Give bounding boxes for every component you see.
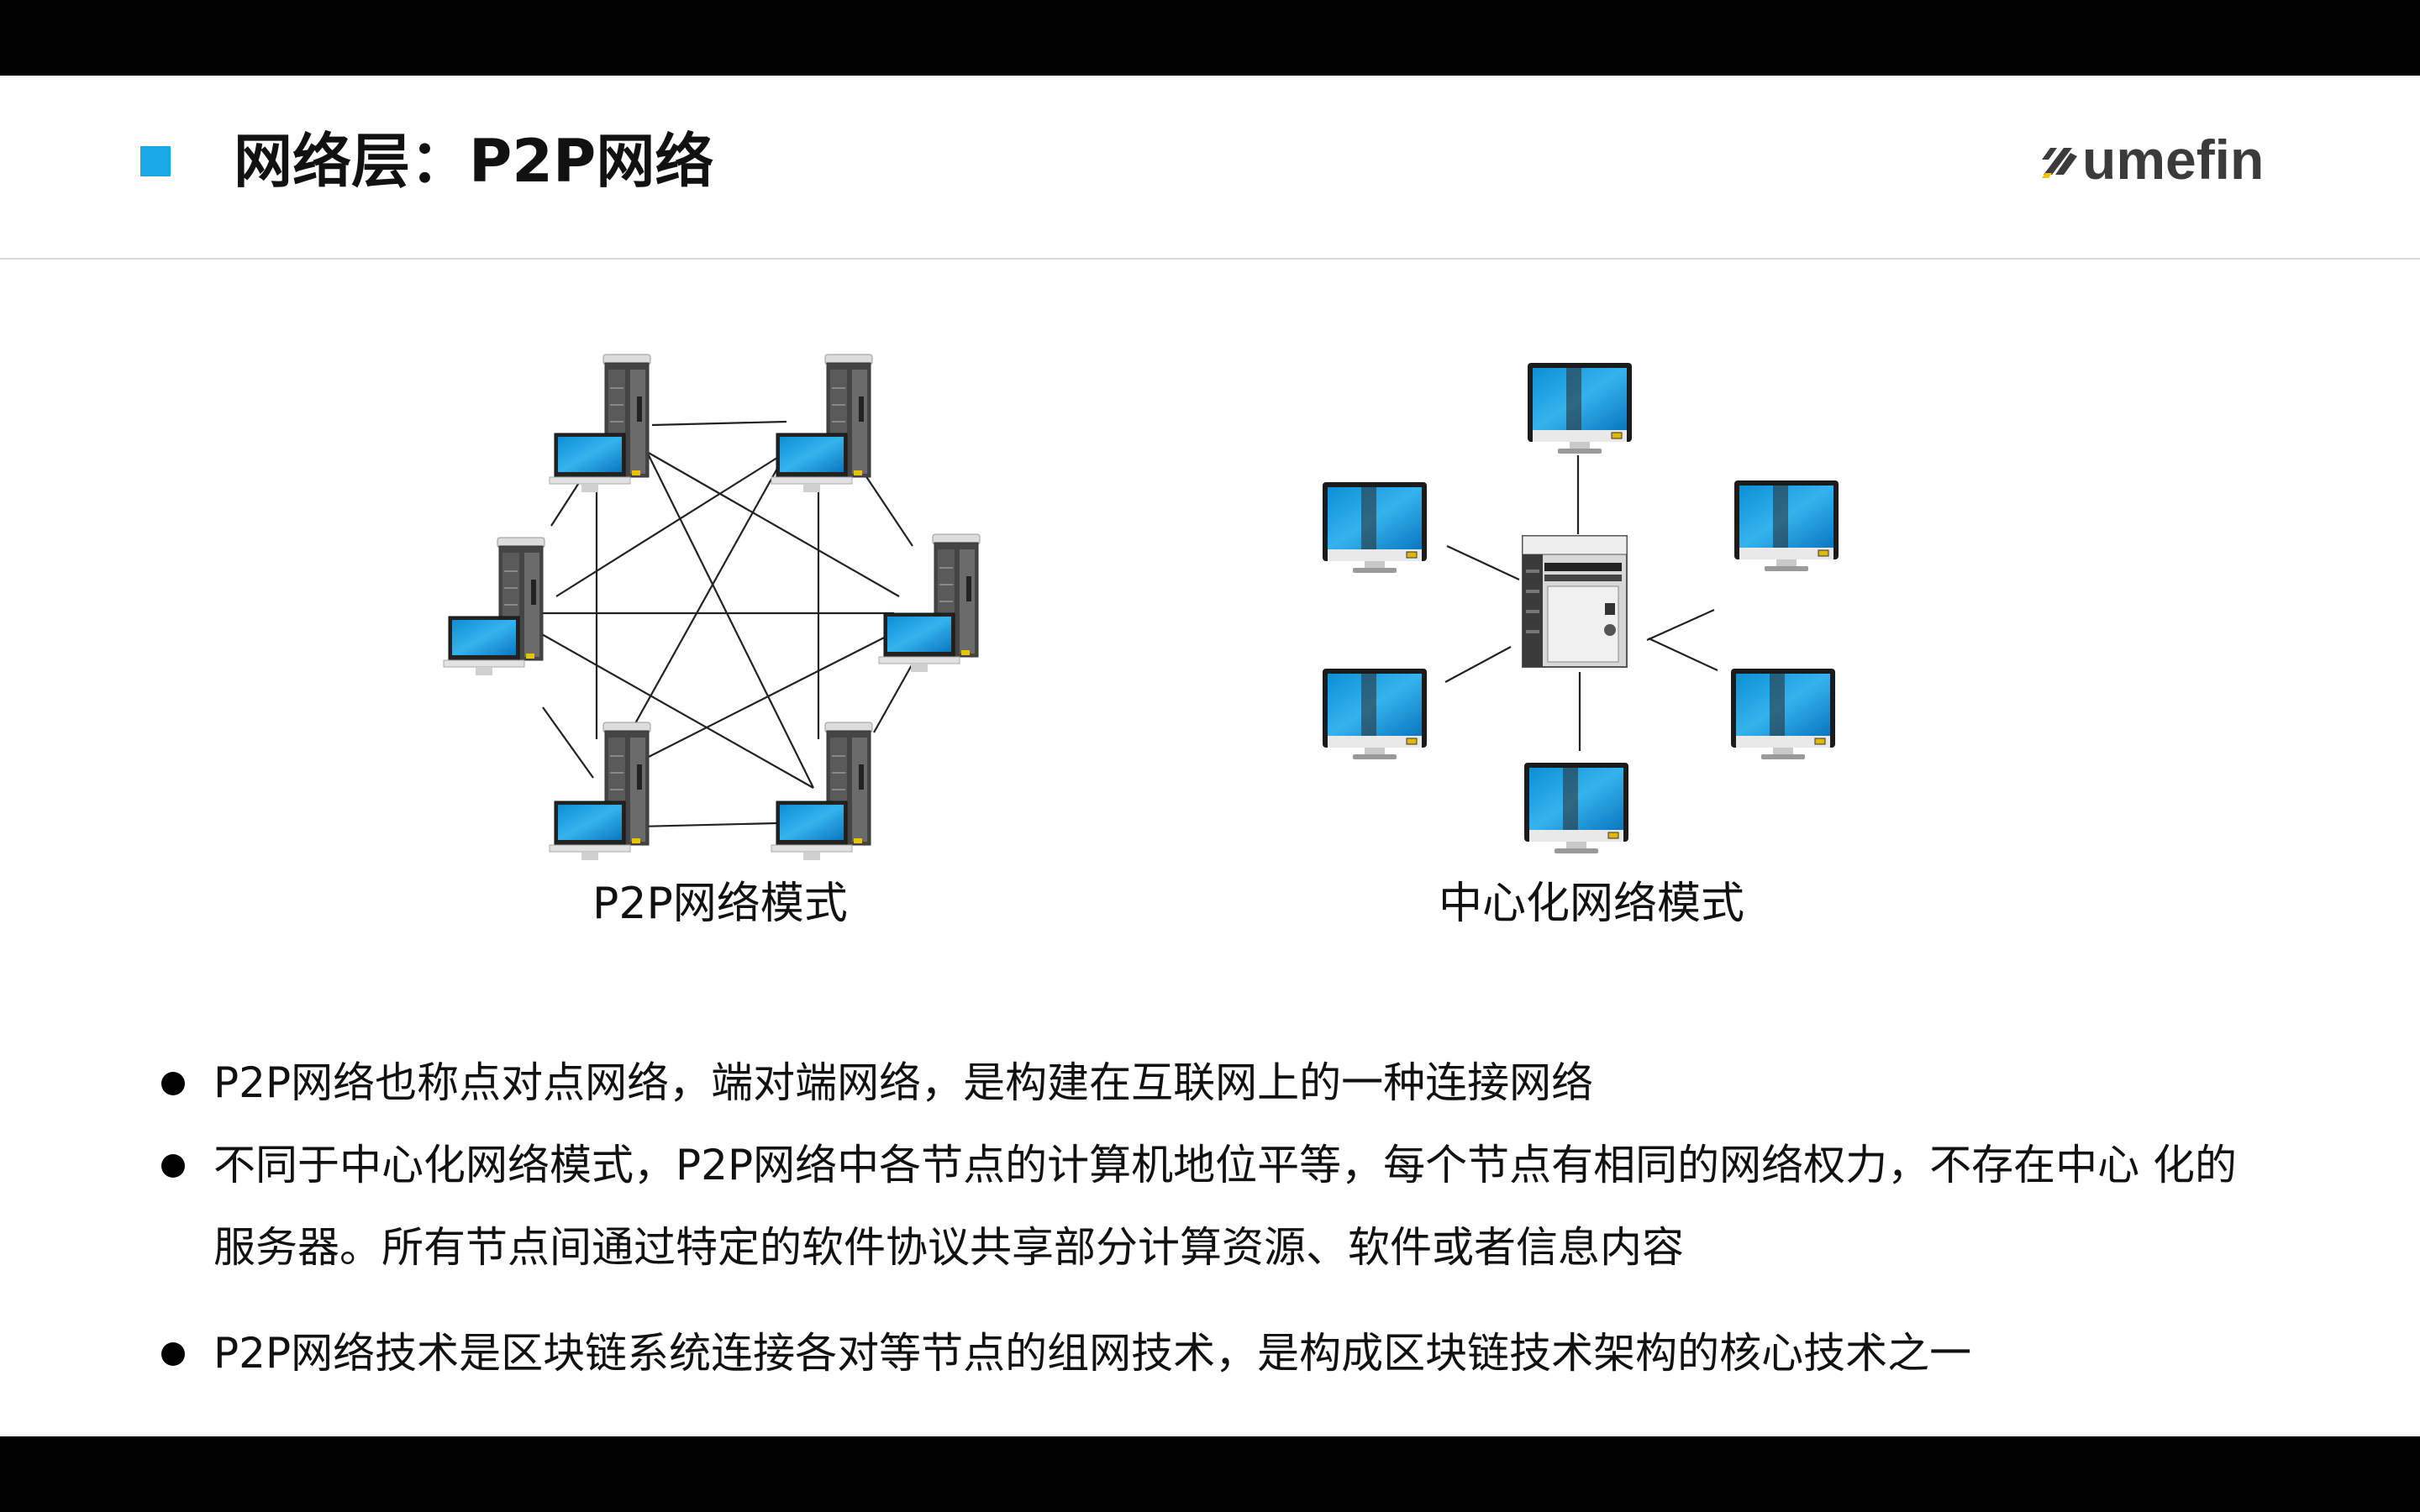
p2p-node [549,354,651,493]
letterbox-top [0,0,2420,76]
network-diagrams [443,354,1839,861]
server-icon [1522,535,1628,668]
p2p-caption: P2P网络模式 [592,879,848,929]
p2p-node [549,722,651,861]
bullet-item: P2P网络也称点对点网络，端对端网络，是构建在互联网上的一种连接网络 [160,1042,2277,1124]
bullet-item: 不同于中心化网络模式，P2P网络中各节点的计算机地位平等，每个节点有相同的网络权… [160,1124,2277,1289]
p2p-node [878,533,981,673]
client-monitor [1730,668,1836,760]
bullet-dot [161,1154,185,1178]
logo-mark-icon [2042,148,2077,178]
central-links [1444,455,1718,751]
logo-text: umefin [2082,129,2265,191]
bullet-text: 不同于中心化网络模式，P2P网络中各节点的计算机地位平等，每个节点有相同的网络权… [213,1141,2238,1272]
bullet-dot [161,1342,185,1366]
p2p-links [529,420,913,828]
client-monitor [1322,481,1428,574]
client-monitor [1733,480,1839,572]
p2p-node [771,354,873,493]
bullet-item: P2P网络技术是区块链系统连接各对等节点的组网技术，是构成区块链技术架构的核心技… [160,1312,2277,1394]
letterbox-bottom [0,1436,2420,1512]
bullet-dot [161,1072,185,1095]
bullet-list: P2P网络也称点对点网络，端对端网络，是构建在互联网上的一种连接网络 不同于中心… [160,1042,2277,1394]
client-monitor [1527,362,1633,454]
bullet-text: P2P网络也称点对点网络，端对端网络，是构建在互联网上的一种连接网络 [213,1058,1594,1107]
header-divider [0,258,2420,260]
p2p-node [443,537,545,676]
bullet-text: P2P网络技术是区块链系统连接各对等节点的组网技术，是构成区块链技术架构的核心技… [213,1329,1972,1378]
title-marker [140,146,171,176]
central-caption: 中心化网络模式 [1439,879,1745,929]
slide: 网络层：P2P网络 umefin [0,76,2420,1436]
slide-title: 网络层：P2P网络 [234,127,714,196]
umefin-logo: umefin [2040,126,2264,193]
client-monitor [1523,762,1629,854]
p2p-node [771,722,873,861]
client-monitor [1322,668,1428,760]
